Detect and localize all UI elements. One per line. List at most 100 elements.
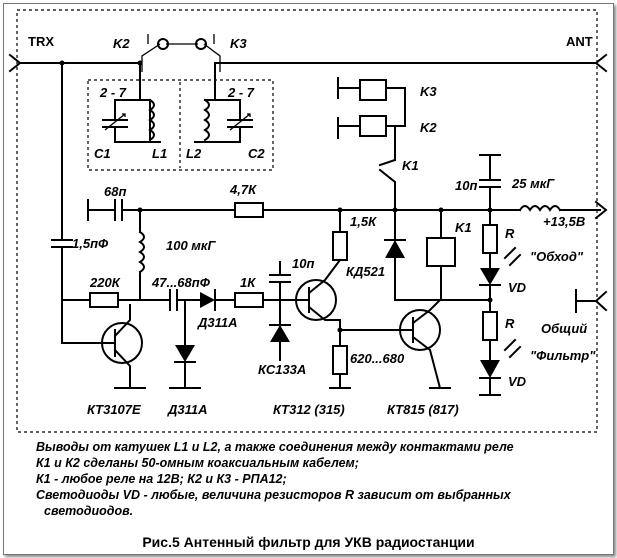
label-k1-contact: K1 (402, 158, 419, 173)
trx-connector (8, 53, 22, 73)
label-l25: 25 мкГ (511, 176, 555, 191)
vd-bypass-led (480, 268, 500, 285)
r-bypass (482, 224, 498, 254)
c1-trim-arrow (104, 113, 126, 131)
c1-bottom (114, 126, 161, 143)
label-r620: 620...680 (350, 351, 405, 366)
note-line: К1 и К2 сделаны 50-омным коаксиальным ка… (36, 456, 359, 470)
label-filter: "Фильтр" (530, 348, 596, 363)
label-relay-k2: K2 (420, 120, 437, 135)
l2-coil (203, 98, 210, 142)
relay-k3-coil (359, 79, 387, 101)
junction (337, 327, 343, 333)
label-k1-coil: K1 (455, 220, 472, 235)
label-r1k: 1К (240, 275, 256, 290)
c2-top (214, 91, 241, 121)
c2-capacitor (227, 119, 253, 128)
relay-wires (337, 87, 406, 127)
c10n-2 (479, 154, 501, 211)
k2-k3-contacts (141, 43, 221, 72)
figure-caption: Рис.5 Антенный фильтр для УКВ радиостанц… (142, 534, 475, 550)
label-k3-top: K3 (230, 36, 247, 51)
label-c2-range: 2 - 7 (227, 85, 255, 100)
figure-frame (3, 3, 614, 555)
d311a-2-ground (169, 361, 201, 389)
label-ant: ANT (566, 34, 593, 49)
label-kt815: КТ815 (817) (387, 402, 459, 417)
junction (487, 207, 493, 213)
c15-capacitor (51, 62, 73, 301)
r1k-resistor (234, 292, 264, 308)
label-bypass: "Обход" (530, 249, 584, 264)
d311a-2-diode (175, 345, 195, 362)
label-c1-range: 2 - 7 (99, 85, 127, 100)
label-r2: R (505, 316, 515, 331)
k1-switch (378, 125, 396, 167)
kd521-diode (385, 240, 405, 258)
r-filter (482, 311, 498, 341)
junction (137, 207, 143, 213)
label-l1: L1 (152, 146, 167, 161)
contact-k2 (157, 38, 169, 50)
vd-filter-leads (479, 338, 522, 396)
label-supply: +13,5В (543, 214, 585, 229)
l25-inductor (518, 205, 562, 212)
r220k-resistor (89, 292, 119, 308)
bottom-grounds (329, 387, 501, 396)
note-line: К1 - любое реле на 12В; К2 и К3 - РПА12; (36, 472, 287, 486)
label-c2: C2 (248, 146, 265, 161)
r15k-resistor (332, 231, 348, 261)
label-c68: 68п (104, 184, 126, 199)
label-kt3107e: КТ3107Е (87, 402, 141, 417)
label-c1: C1 (94, 146, 111, 161)
label-l2: L2 (186, 146, 202, 161)
kc133a-leads (269, 324, 291, 361)
c2-trim-arrow (229, 113, 251, 131)
label-kc133a: КС133А (258, 362, 306, 377)
k1-contact-line (378, 168, 396, 211)
k1-coil (426, 237, 456, 267)
c68-capacitor (114, 199, 123, 221)
label-k2-top: K2 (113, 36, 130, 51)
c2-bottom (194, 126, 241, 143)
label-kd521: КД521 (346, 264, 385, 279)
l1-coil (148, 98, 155, 142)
kc133a-zener (270, 325, 290, 342)
filter-box (87, 79, 274, 171)
label-kt312: КТ312 (315) (273, 402, 345, 417)
label-vd2: VD (508, 374, 527, 389)
ant-line (214, 62, 597, 93)
c10n-1 (269, 261, 291, 301)
d311a-1-diode (200, 292, 215, 308)
junction (392, 207, 398, 213)
label-d311a-2: Д311А (167, 402, 208, 417)
r620-resistor (332, 345, 348, 375)
common-connector (575, 290, 608, 312)
label-r220k: 220К (89, 275, 121, 290)
d311a-1-lead (214, 289, 236, 311)
label-r1: R (505, 226, 515, 241)
label-c10n-2: 10п (455, 178, 477, 193)
contact-k3 (195, 38, 207, 50)
label-trx: TRX (28, 34, 54, 49)
c1-capacitor (102, 119, 128, 128)
l100-coil (138, 230, 145, 274)
kt815-leads (339, 298, 442, 390)
r47k-resistor (234, 202, 264, 218)
label-common: Общий (541, 321, 587, 336)
label-c47-68: 47...68пФ (151, 275, 211, 290)
kt312-transistor (295, 279, 337, 321)
junction (137, 60, 143, 66)
kd521-leads (384, 239, 441, 301)
supply-connector (594, 200, 608, 220)
note-line: Выводы от катушек L1 и L2, а также соеди… (36, 440, 514, 454)
notes-block: Выводы от катушек L1 и L2, а также соеди… (36, 439, 602, 519)
label-relay-k3: K3 (420, 84, 437, 99)
dashed-border (16, 9, 598, 433)
label-c10n-1: 10п (292, 256, 314, 271)
label-r15k: 1,5К (350, 214, 377, 229)
label-l100: 100 мкГ (166, 238, 217, 253)
label-c15: 1,5пФ (72, 236, 109, 251)
junction (337, 207, 343, 213)
